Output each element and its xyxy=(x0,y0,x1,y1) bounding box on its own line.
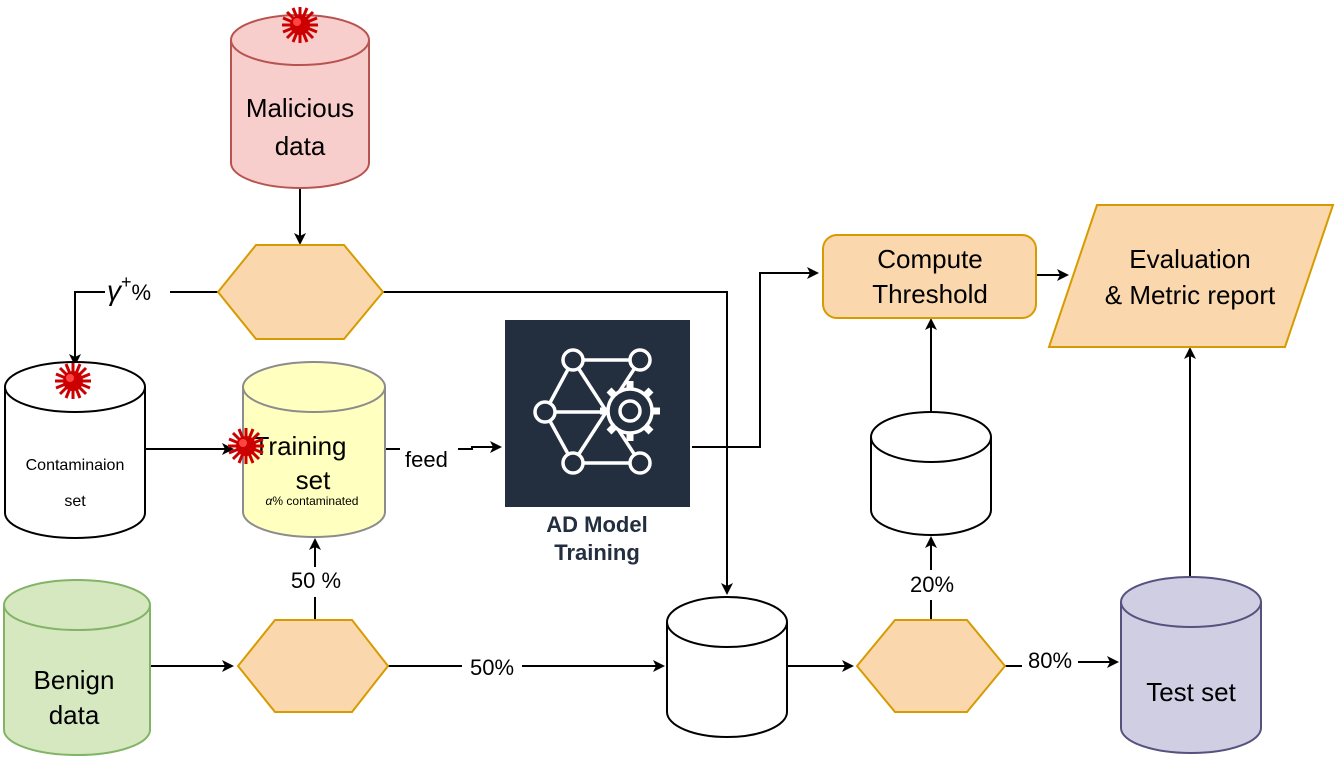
training-set-label: Training xyxy=(254,431,347,461)
evaluation-label-2: & Metric report xyxy=(1105,280,1276,310)
test-set-label: Test set xyxy=(1146,677,1236,707)
contamination-set-label-2: set xyxy=(64,493,86,510)
edge-training-to-model xyxy=(385,447,500,449)
edge-model-to-threshold xyxy=(692,267,819,448)
edge-label-gamma: γ+% xyxy=(107,272,151,306)
evaluation-label: Evaluation xyxy=(1129,244,1250,274)
contamination-set-cylinder: Contaminaion set xyxy=(4,361,146,539)
malicious-data-cylinder: Malicious data xyxy=(230,14,370,189)
training-set-label-2: set xyxy=(296,465,331,495)
compute-threshold-label: Compute xyxy=(877,244,983,274)
benign-data-cylinder: Benign data xyxy=(3,579,151,756)
ad-model-training-node: AD Model Training xyxy=(505,320,690,565)
edge-hex1-to-mixing-store xyxy=(383,291,733,595)
contamination-set-label: Contaminaion xyxy=(26,457,125,474)
edge-label-50-mixing: 50% xyxy=(470,655,514,680)
virus-icon xyxy=(280,5,320,45)
edge-label-50-training: 50 % xyxy=(291,568,341,593)
edge-label-feed: feed xyxy=(405,447,448,472)
edge-label-80: 80% xyxy=(1028,648,1072,673)
training-set-note: α% contaminated xyxy=(266,494,359,508)
malicious-data-label-2: data xyxy=(275,131,326,161)
ad-model-label-2: Training xyxy=(554,540,640,565)
edges xyxy=(75,188,1196,666)
benign-data-label-2: data xyxy=(49,700,100,730)
ad-model-label: AD Model xyxy=(546,512,647,537)
virus-icon xyxy=(226,426,266,466)
evaluation-parallelogram: Evaluation & Metric report xyxy=(1047,204,1335,348)
compute-threshold-box: Compute Threshold xyxy=(822,234,1037,319)
virus-icon xyxy=(53,361,93,401)
test-set-cylinder: Test set xyxy=(1120,576,1262,754)
neural-gear-icon xyxy=(533,348,660,475)
split-hexagon-eval xyxy=(855,619,1007,713)
edge-hex3-to-test xyxy=(1005,662,1117,666)
threshold-data-cylinder xyxy=(870,411,992,536)
split-hexagon-malicious xyxy=(216,244,385,340)
compute-threshold-label-2: Threshold xyxy=(872,279,988,309)
edge-label-20: 20% xyxy=(910,572,954,597)
mixing-data-cylinder xyxy=(666,596,788,738)
edge-hex1-to-contamination xyxy=(75,291,218,364)
benign-data-label: Benign xyxy=(34,665,115,695)
split-hexagon-benign xyxy=(236,619,390,713)
malicious-data-label: Malicious xyxy=(246,93,354,123)
training-set-cylinder: Training set α% contaminated xyxy=(242,361,386,538)
